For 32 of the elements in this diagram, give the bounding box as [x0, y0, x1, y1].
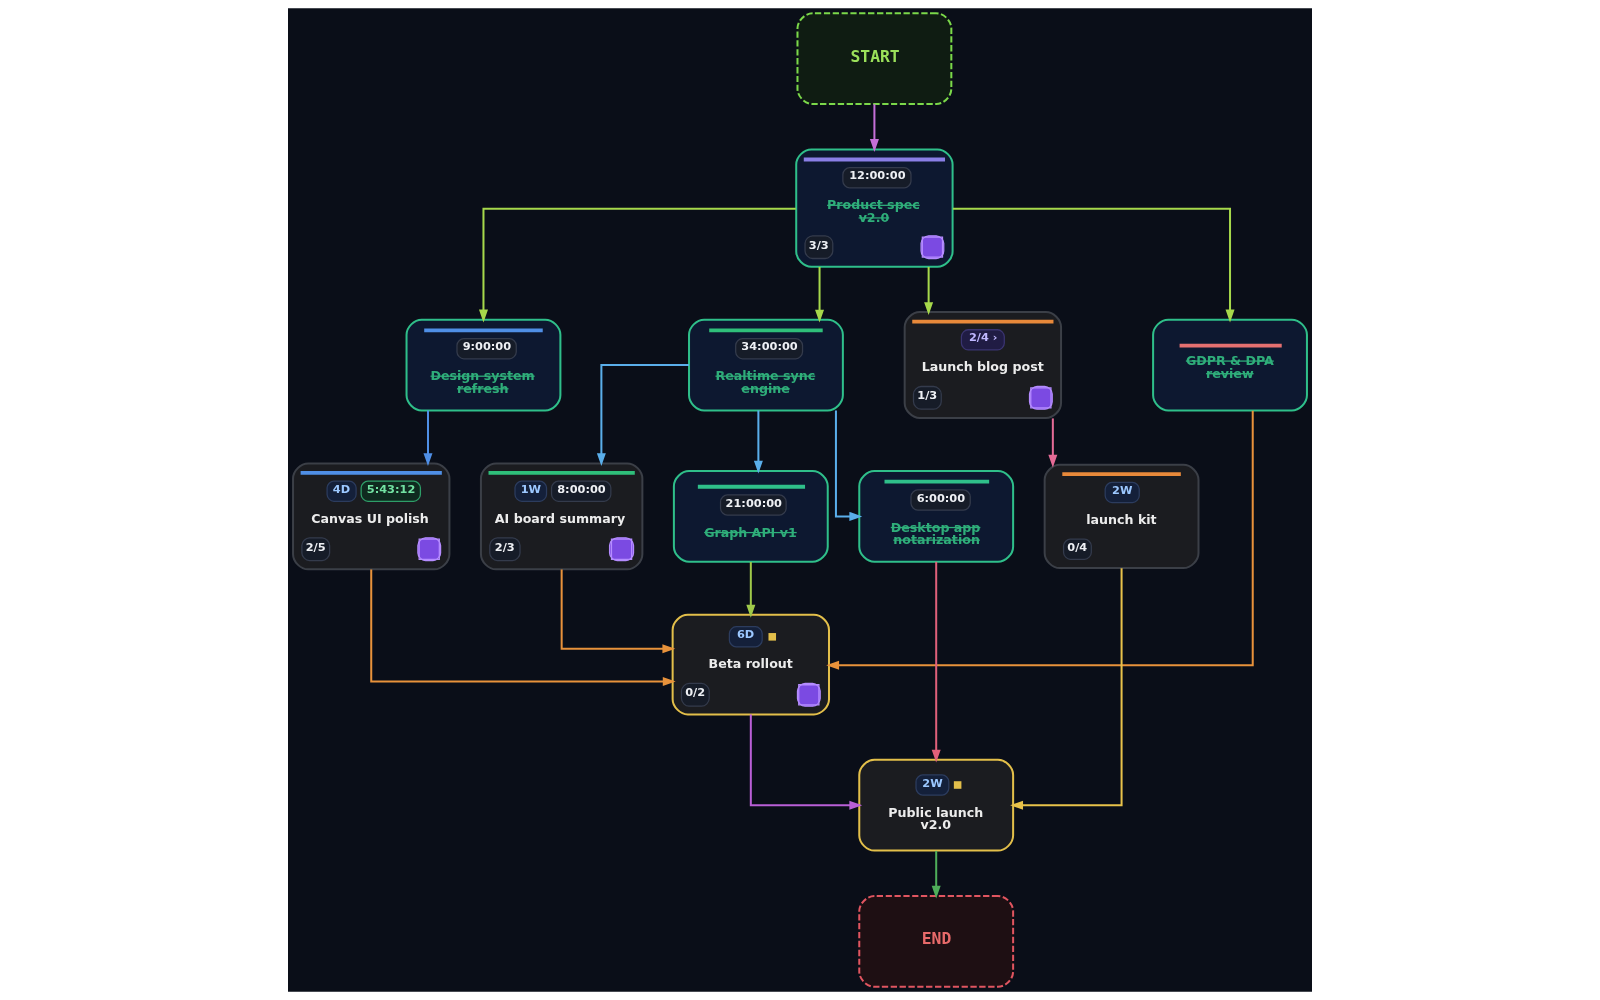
arrow [834, 410, 863, 521]
arrow [1010, 568, 1123, 810]
arrow [596, 364, 689, 467]
arrow [746, 562, 756, 618]
node-box: 1W 8:00:00 AI board summary 2/3 [479, 462, 644, 571]
arrow [931, 561, 941, 763]
arrow [1048, 418, 1058, 468]
arrow [478, 207, 796, 323]
arrow [869, 104, 879, 152]
node-box: 6:00:00 Desktop app notarization [858, 470, 1015, 563]
arrow [952, 207, 1235, 323]
arrow [931, 850, 941, 899]
arrow [924, 266, 934, 316]
arrow [370, 569, 676, 687]
node-box: 9:00:00 Design system refresh [405, 318, 562, 412]
node-box: START [796, 12, 953, 106]
arrow [423, 410, 433, 467]
node-box: GDPR & DPA review [1152, 318, 1308, 412]
node-box: 21:00:00 Graph API v1 [672, 470, 829, 563]
node-box: 2/4 › Launch blog post 1/3 [903, 311, 1063, 420]
arrow [749, 714, 863, 810]
node-box: 2W launch kit 0/4 [1043, 463, 1200, 570]
node-box: 6D Beta rollout 0/2 [671, 613, 830, 716]
arrow [753, 410, 763, 474]
node-box: 12:00:00 Product spec v2.0 3/3 [795, 148, 954, 268]
node-box: END [858, 894, 1015, 988]
node-box: 2W Public launch v2.0 [858, 758, 1015, 852]
arrow [826, 410, 1254, 670]
arrow [560, 569, 676, 654]
node-box: 4D 5:43:12 Canvas UI polish 2/5 [292, 462, 451, 571]
node-box: 34:00:00 Realtime sync engine [688, 318, 844, 412]
arrow [815, 266, 825, 323]
